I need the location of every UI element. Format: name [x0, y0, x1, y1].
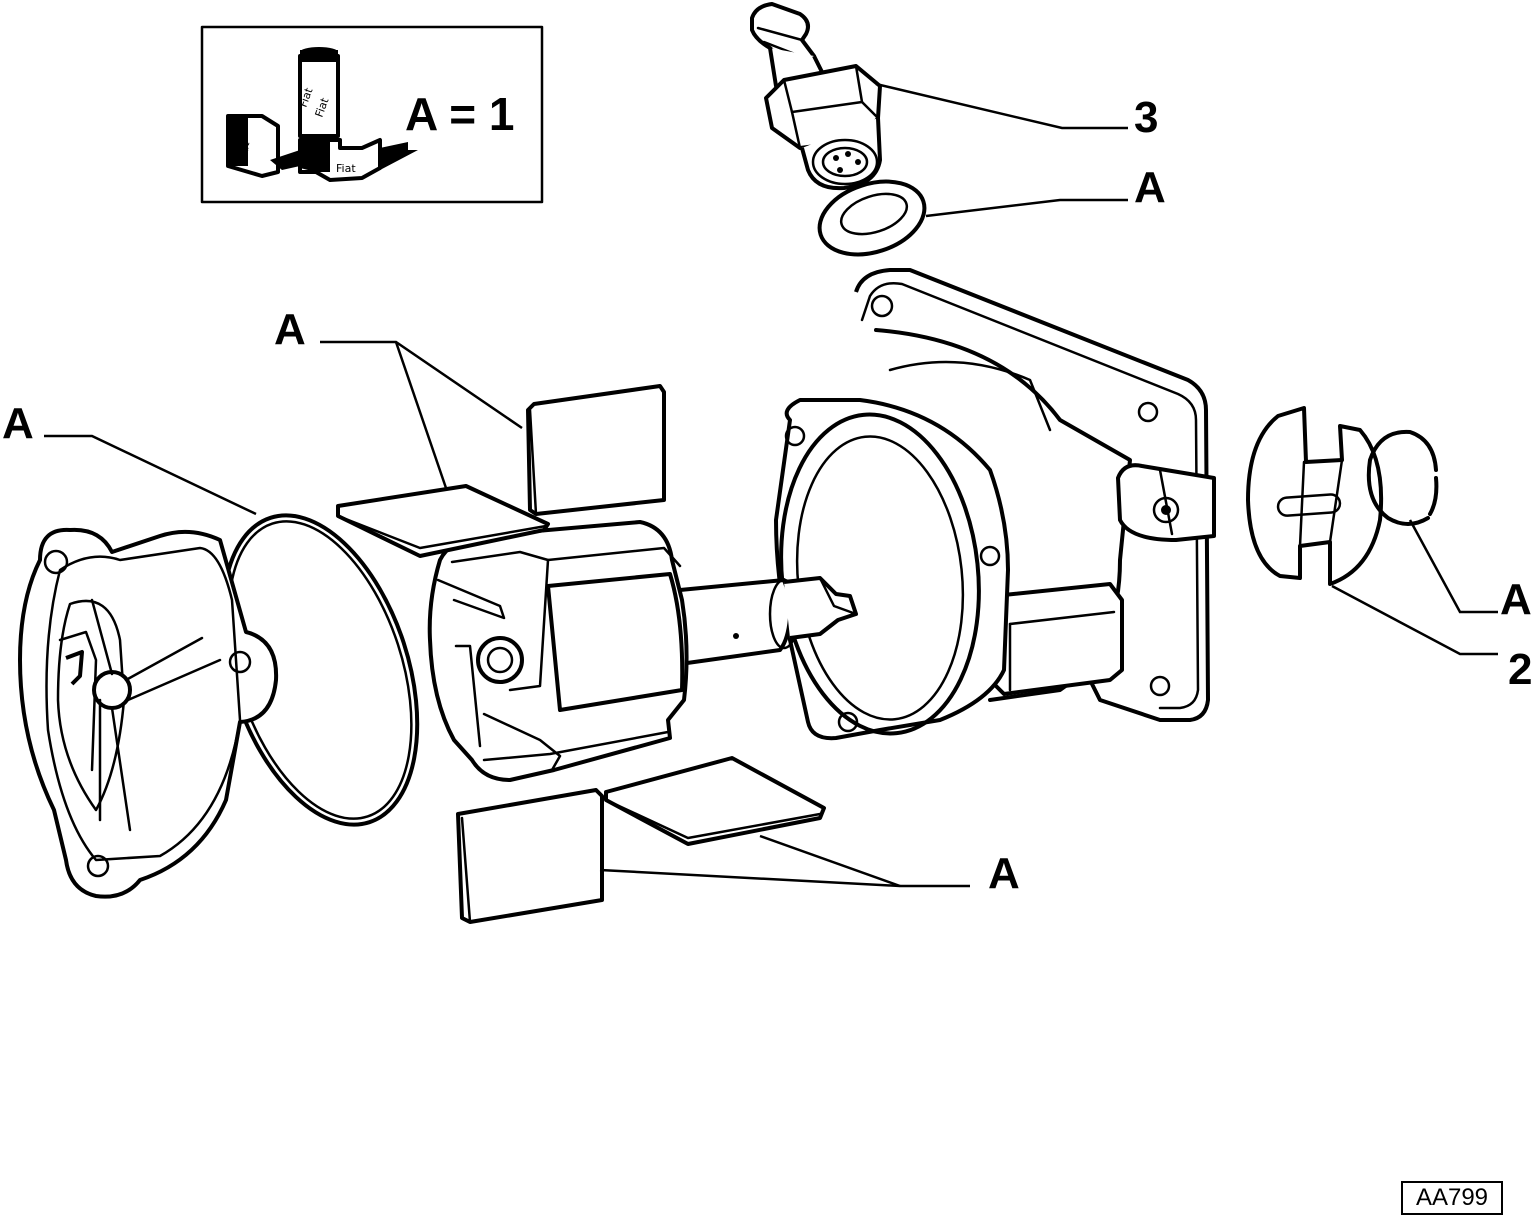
legend-equation: A = 1 — [405, 88, 515, 140]
svg-text:Fiat: Fiat — [236, 140, 252, 162]
sealant-tube-icon: Fiat Fiat Fiat Fiat — [226, 47, 418, 182]
legend-box: Fiat Fiat Fiat Fiat A = 1 — [200, 25, 544, 204]
rotor — [427, 520, 689, 782]
breather-fitting-part-3 — [750, 2, 1128, 191]
pump-cover — [18, 527, 279, 899]
label-cover-o-ring: A — [2, 399, 34, 448]
label-part-2: 2 — [1508, 645, 1532, 694]
drawing-code: AA799 — [1401, 1181, 1503, 1215]
label-part-3: 3 — [1134, 93, 1158, 142]
lower-vane-vertical — [456, 788, 604, 924]
seal-washer — [817, 179, 1128, 257]
pump-housing — [774, 268, 1216, 741]
label-lower-vanes: A — [988, 849, 1020, 898]
lower-vane-flat — [604, 756, 826, 846]
svg-text:Fiat: Fiat — [336, 162, 356, 175]
upper-vane-vertical — [526, 384, 666, 516]
drive-coupling-part-2 — [1246, 406, 1498, 656]
rotor-shaft — [679, 576, 858, 666]
coupling-o-ring — [1366, 429, 1498, 614]
label-upper-vanes: A — [274, 305, 306, 354]
label-coupling-o-ring: A — [1500, 575, 1532, 624]
upper-vane-flat — [336, 484, 550, 558]
label-seal-washer: A — [1134, 163, 1166, 212]
